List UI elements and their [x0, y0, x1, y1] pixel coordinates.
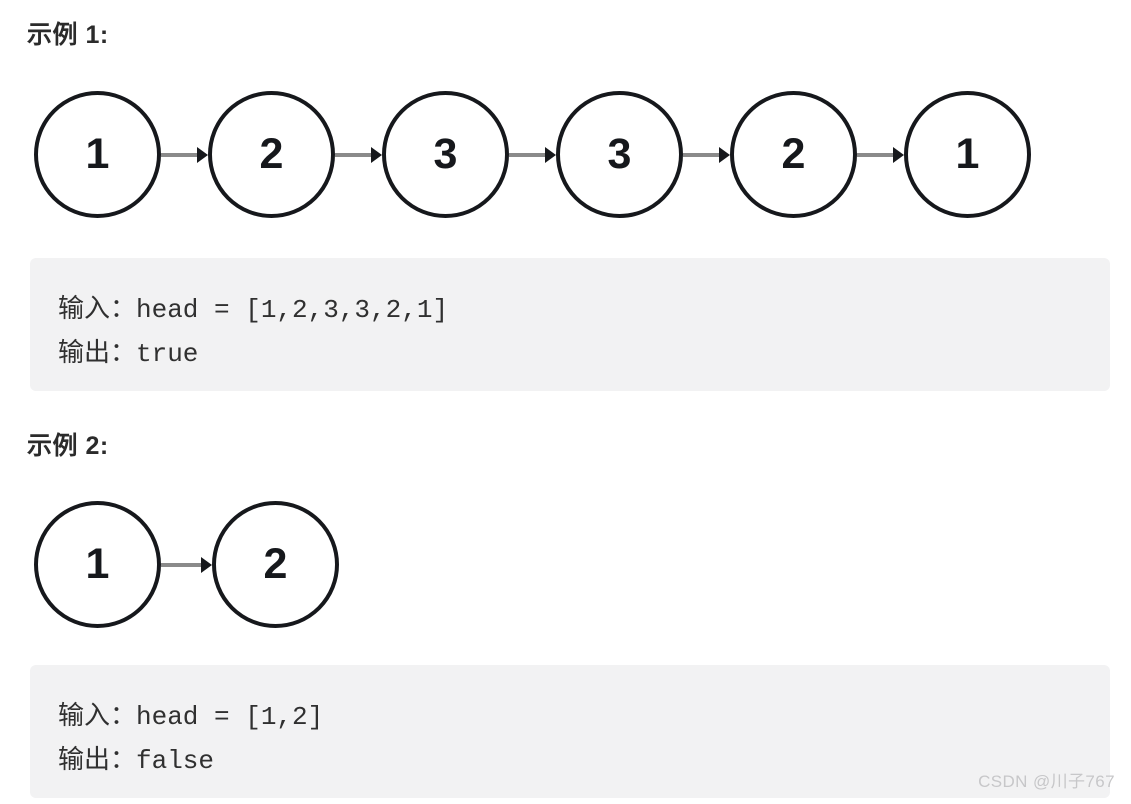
arrow-right-icon [161, 556, 212, 573]
node-value: 2 [263, 540, 288, 588]
arrow-head [371, 146, 382, 163]
list-node: 1 [34, 91, 161, 218]
arrow-right-icon [683, 146, 730, 163]
node-value: 3 [607, 130, 632, 178]
code-line: 输入：head = [1,2,3,3,2,1] [58, 295, 449, 325]
node-value: 1 [85, 540, 110, 588]
node-value: 1 [85, 130, 110, 178]
arrow-head [201, 556, 212, 573]
list-node: 2 [208, 91, 335, 218]
arrow-shaft [857, 152, 895, 157]
arrow-right-icon [335, 146, 382, 163]
example-1-heading: 示例 1: [27, 21, 109, 49]
code-line: 输出：false [58, 746, 215, 776]
arrow-right-icon [161, 146, 208, 163]
arrow-right-icon [509, 146, 556, 163]
arrow-head [719, 146, 730, 163]
list-node: 3 [556, 91, 683, 218]
example-1-code-block: 输入：head = [1,2,3,3,2,1] 输出：true [30, 258, 1110, 391]
list-node: 2 [212, 501, 339, 628]
example-2-heading: 示例 2: [27, 432, 109, 460]
arrow-shaft [161, 562, 203, 567]
arrow-shaft [683, 152, 721, 157]
arrow-shaft [509, 152, 547, 157]
arrow-right-icon [857, 146, 904, 163]
list-node: 1 [904, 91, 1031, 218]
example-2-code-block: 输入：head = [1,2] 输出：false [30, 665, 1110, 798]
node-value: 2 [781, 130, 806, 178]
node-value: 1 [955, 130, 980, 178]
arrow-head [893, 146, 904, 163]
linked-list-diagram-example-1: 1 2 3 3 2 [34, 91, 1031, 218]
list-node: 3 [382, 91, 509, 218]
list-node: 1 [34, 501, 161, 628]
code-line: 输入：head = [1,2] [58, 702, 324, 732]
list-node: 2 [730, 91, 857, 218]
csdn-watermark: CSDN @川子767 [978, 772, 1115, 791]
code-line: 输出：true [58, 339, 199, 369]
node-value: 2 [259, 130, 284, 178]
arrow-shaft [161, 152, 199, 157]
arrow-shaft [335, 152, 373, 157]
arrow-head [197, 146, 208, 163]
linked-list-diagram-example-2: 1 2 [34, 501, 339, 628]
arrow-head [545, 146, 556, 163]
node-value: 3 [433, 130, 458, 178]
